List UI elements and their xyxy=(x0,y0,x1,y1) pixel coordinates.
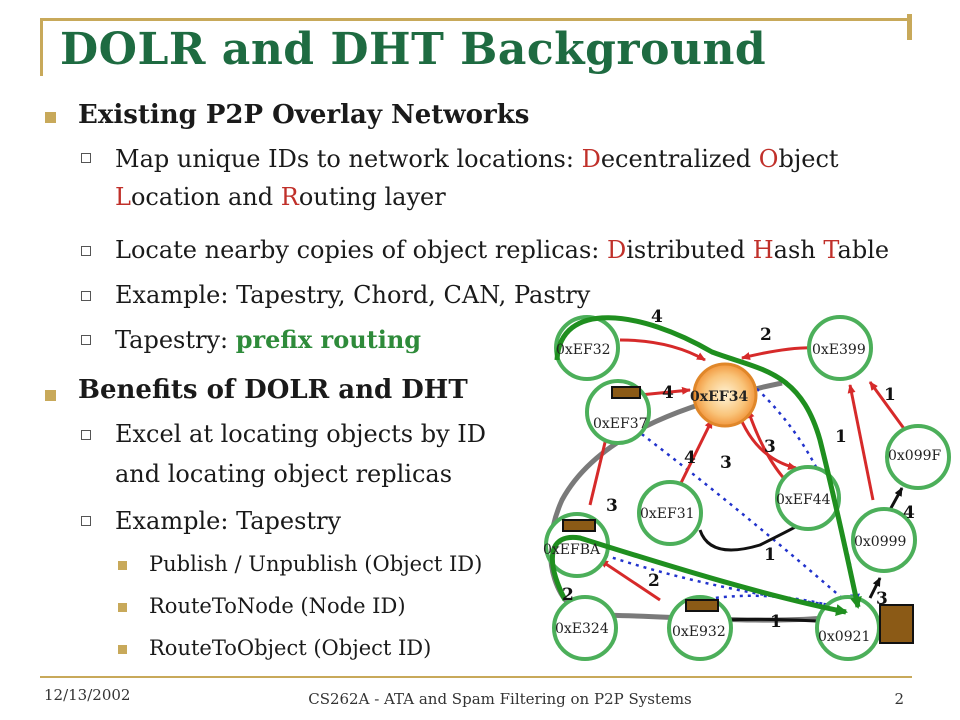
node-0x0999 xyxy=(851,507,917,573)
text-run: O xyxy=(758,145,779,173)
item-map-ids-line1: Map unique IDs to network locations: Dec… xyxy=(115,144,839,175)
node-0xef32 xyxy=(554,315,620,381)
sub-bullet-icon xyxy=(118,603,127,612)
edge-label: 1 xyxy=(764,545,776,565)
edge-label: 4 xyxy=(651,307,663,327)
checkbox-bullet-icon xyxy=(81,430,91,440)
node-0xe932 xyxy=(667,595,733,661)
edge-label: 3 xyxy=(720,453,732,473)
node-label-0xe324: 0xE324 xyxy=(555,621,609,637)
edge-label: 2 xyxy=(760,325,772,345)
edge-label: 2 xyxy=(648,571,660,591)
object-pointer-icon xyxy=(611,386,641,399)
text-run: Map unique IDs to network locations: xyxy=(115,145,582,173)
checkbox-bullet-icon xyxy=(81,246,91,256)
object-pointer-icon xyxy=(562,519,596,532)
text-run: outing layer xyxy=(298,183,446,211)
footer-page-number: 2 xyxy=(894,690,904,708)
item-map-ids-line2: Location and Routing layer xyxy=(115,182,446,213)
checkbox-bullet-icon xyxy=(81,335,91,345)
edge-label: 1 xyxy=(835,427,847,447)
node-0xef44 xyxy=(775,465,841,531)
checkbox-bullet-icon xyxy=(81,291,91,301)
text-run: L xyxy=(115,183,131,211)
text-run: Tapestry: xyxy=(115,326,236,354)
green-route-paths xyxy=(550,315,862,616)
text-run: T xyxy=(823,236,838,264)
sub-bullet-icon xyxy=(118,645,127,654)
edge-label: 1 xyxy=(770,612,782,632)
edge-label: 1 xyxy=(884,385,896,405)
item-locate-copies: Locate nearby copies of object replicas:… xyxy=(115,235,889,266)
text-run: Locate nearby copies of object replicas: xyxy=(115,236,607,264)
checkbox-bullet-icon xyxy=(81,153,91,163)
node-label-0x0921: 0x0921 xyxy=(818,629,870,645)
text-run: bject xyxy=(778,145,839,173)
text-run: D xyxy=(607,236,627,264)
edge-label: 4 xyxy=(903,503,915,523)
edge-label: 4 xyxy=(662,383,674,403)
text-run: D xyxy=(581,145,601,173)
checkbox-bullet-icon xyxy=(81,516,91,526)
text-run: Example: Tapestry, Chord, CAN, Pastry xyxy=(115,281,591,309)
item-tapestry-routing: Tapestry: prefix routing xyxy=(115,324,421,356)
item-example-tapestry: Example: Tapestry xyxy=(115,507,342,535)
node-label-0xe399: 0xE399 xyxy=(812,342,866,358)
edge-label: 3 xyxy=(764,437,776,457)
node-label-0xef31: 0xEF31 xyxy=(640,506,695,522)
item-example-systems: Example: Tapestry, Chord, CAN, Pastry xyxy=(115,280,590,311)
section-heading-existing: Existing P2P Overlay Networks xyxy=(78,100,530,130)
subitem-route-to-node: RouteToNode (Node ID) xyxy=(149,594,406,618)
subitem-publish: Publish / Unpublish (Object ID) xyxy=(149,552,483,576)
frame-left-rule xyxy=(40,18,43,76)
node-label-0x0999: 0x0999 xyxy=(854,534,906,550)
node-label-0xef44: 0xEF44 xyxy=(776,492,831,508)
object-pointer-icon xyxy=(685,599,719,612)
footer-date: 12/13/2002 xyxy=(44,686,131,704)
text-run: ocation and xyxy=(130,183,281,211)
item-excel-line1: Excel at locating objects by ID xyxy=(115,420,486,448)
node-label-0xefba: 0xEFBA xyxy=(543,542,601,558)
subitem-route-to-object: RouteToObject (Object ID) xyxy=(149,636,432,660)
text-run: prefix routing xyxy=(235,325,422,354)
frame-corner-rule xyxy=(907,14,912,40)
node-circles xyxy=(544,315,951,661)
node-label-0x099f: 0x099F xyxy=(888,448,942,464)
node-0xe399 xyxy=(807,315,873,381)
text-run: R xyxy=(280,183,299,211)
object-replica-markers xyxy=(562,386,914,644)
sub-bullet-icon xyxy=(118,561,127,570)
slide-title: DOLR and DHT Background xyxy=(60,24,767,75)
node-label-0xef32: 0xEF32 xyxy=(556,342,611,358)
node-0xef34 xyxy=(692,362,758,428)
node-0x099f xyxy=(885,424,951,490)
edge-label: 4 xyxy=(684,448,696,468)
object-replica-icon xyxy=(879,604,914,644)
text-run: ash xyxy=(773,236,824,264)
text-run: ecentralized xyxy=(600,145,759,173)
node-0xef31 xyxy=(637,480,703,546)
node-label-0xe932: 0xE932 xyxy=(672,624,726,640)
footer-rule xyxy=(40,676,912,678)
edge-label: 2 xyxy=(562,585,574,605)
edge-label: 3 xyxy=(606,496,618,516)
edge-label: 3 xyxy=(876,589,888,609)
text-run: able xyxy=(837,236,890,264)
node-0xe324 xyxy=(552,595,618,661)
node-label-0xef37: 0xEF37 xyxy=(593,416,648,432)
footer-course: CS262A - ATA and Spam Filtering on P2P S… xyxy=(308,690,692,708)
section-heading-benefits: Benefits of DOLR and DHT xyxy=(78,375,468,405)
node-label-0xef34: 0xEF34 xyxy=(690,389,748,405)
bullet-square-icon xyxy=(45,112,56,123)
bullet-square-icon xyxy=(45,390,56,401)
frame-top-rule xyxy=(40,18,912,21)
text-run: istributed xyxy=(626,236,753,264)
text-run: H xyxy=(752,236,774,264)
item-excel-line2: and locating object replicas xyxy=(115,460,453,488)
